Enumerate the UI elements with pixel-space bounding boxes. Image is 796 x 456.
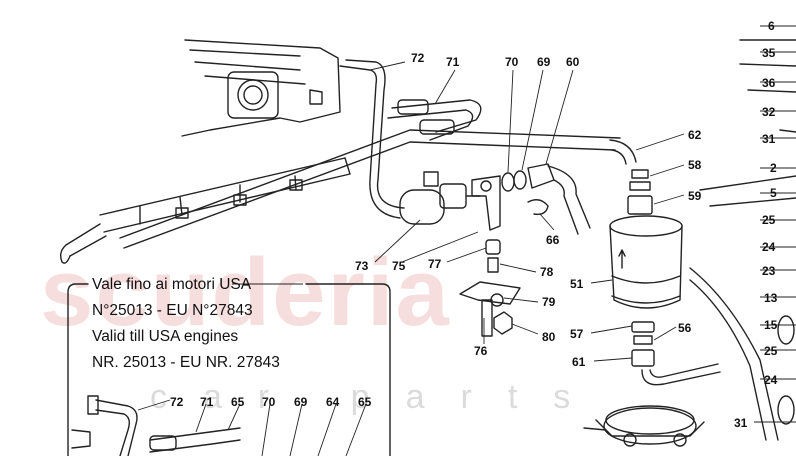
label-2: 2	[770, 161, 777, 175]
label-71: 71	[446, 55, 460, 69]
label-13: 13	[764, 291, 778, 305]
intake-manifold	[181, 39, 341, 137]
inset-label-64: 64	[326, 395, 340, 409]
outlet-hose	[641, 363, 721, 386]
inset-note-line-3: Valid till USA engines	[92, 328, 239, 345]
return-hose-left	[65, 223, 107, 257]
fuel-rail	[99, 157, 351, 233]
label-31: 31	[762, 132, 776, 146]
inset-note-line-1: Vale fino ai motori USA	[92, 276, 252, 293]
label-57: 57	[570, 327, 584, 341]
label-61: 61	[572, 355, 586, 369]
label-6: 6	[768, 19, 775, 33]
fitting-58	[631, 169, 649, 179]
label-78: 78	[540, 265, 554, 279]
label-75: 75	[392, 259, 406, 273]
inset-label-69: 69	[294, 395, 308, 409]
inset-label-71: 71	[200, 395, 214, 409]
inset-note-line-4: NR. 25013 - EU NR. 27843	[92, 354, 280, 371]
label-56: 56	[678, 321, 692, 335]
hose-72	[339, 65, 401, 219]
seal-56	[633, 335, 653, 345]
inset-hose-71	[149, 427, 241, 453]
label-51: 51	[570, 277, 584, 291]
fitting-57	[631, 321, 655, 333]
right-frame	[699, 175, 796, 207]
label-58: 58	[688, 158, 702, 172]
inset-box	[305, 283, 391, 456]
inset-label-65-b: 65	[358, 395, 372, 409]
label-66: 66	[546, 233, 560, 247]
label-76: 76	[474, 344, 488, 358]
hose-right	[689, 267, 779, 441]
inset-note-line-2: N°25013 - EU N°27843	[92, 302, 253, 319]
bracket-76	[459, 281, 521, 305]
hose-71-fitting	[397, 99, 429, 115]
inset-label-70: 70	[262, 395, 276, 409]
seal-70	[501, 172, 515, 192]
filter-clamp	[583, 405, 705, 447]
inset-label-72: 72	[170, 395, 184, 409]
label-60: 60	[566, 55, 580, 69]
leader-lines	[137, 25, 796, 456]
fitting-59	[627, 195, 653, 215]
fitting-60	[527, 163, 555, 189]
washer-79	[490, 293, 504, 307]
label-36: 36	[762, 76, 776, 90]
label-35: 35	[762, 46, 776, 60]
hose-62	[609, 139, 637, 165]
label-24: 24	[762, 240, 776, 254]
inset-label-65: 65	[231, 395, 245, 409]
long-fuel-line	[119, 129, 621, 249]
clip-66	[527, 199, 549, 216]
label-80: 80	[542, 330, 556, 344]
label-25-b: 25	[764, 344, 778, 358]
hose-71	[391, 99, 482, 133]
nut-80	[493, 311, 513, 335]
label-15: 15	[764, 318, 778, 332]
spacer-77	[485, 239, 501, 255]
bracket-75	[471, 175, 501, 231]
label-72: 72	[411, 51, 425, 65]
fitting-61	[631, 349, 655, 367]
label-73: 73	[355, 259, 369, 273]
label-23: 23	[762, 264, 776, 278]
label-31-b: 31	[734, 416, 748, 430]
label-70: 70	[505, 55, 519, 69]
label-77: 77	[428, 257, 442, 271]
label-69: 69	[537, 55, 551, 69]
label-5: 5	[770, 186, 777, 200]
label-24-b: 24	[764, 373, 778, 387]
watermark-car-parts: car parts	[150, 378, 607, 416]
label-59: 59	[688, 189, 702, 203]
seal-69	[513, 170, 527, 190]
hose-end-left	[59, 244, 71, 264]
fuel-filter	[609, 215, 683, 309]
label-25: 25	[762, 213, 776, 227]
label-32: 32	[762, 105, 776, 119]
hose-filter-inlet	[547, 165, 591, 235]
pressure-regulator	[399, 171, 481, 225]
label-79: 79	[542, 295, 556, 309]
inset-hose-72	[95, 399, 138, 456]
label-62: 62	[688, 128, 702, 142]
part-number-labels: 6 35 36 32 31 2 5 25 24 23 13 15 25 24 3…	[170, 19, 778, 430]
